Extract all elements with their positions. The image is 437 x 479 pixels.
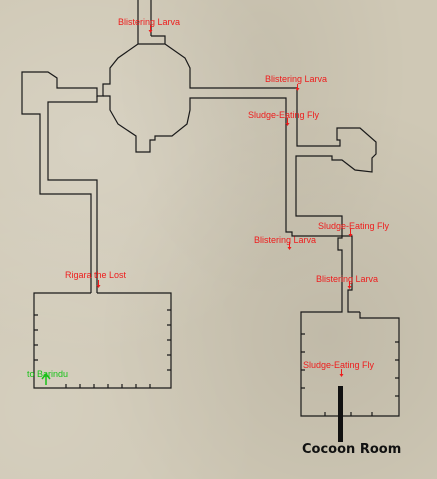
monster-marker-7 — [96, 280, 101, 288]
monster-marker-6 — [347, 281, 352, 289]
label-blistering-larva-north: Blistering Larva — [118, 17, 181, 27]
west-corridor-wall — [47, 96, 98, 293]
label-cocoon-room: Cocoon Room — [302, 442, 402, 457]
label-exit-to-barindu[interactable]: to Barindu — [27, 369, 69, 379]
monster-marker-3 — [285, 118, 290, 126]
label-rigara-the-lost: Rigara the Lost — [65, 270, 127, 280]
rigara-room-notches — [34, 309, 171, 388]
label-sludge-eating-fly-right: Sludge-Eating Fly — [318, 221, 390, 231]
monster-marker-2 — [295, 84, 300, 91]
label-blistering-larva-corridor: Blistering Larva — [254, 235, 317, 245]
central-chamber-wall — [21, 35, 377, 313]
monster-marker-1 — [148, 25, 153, 33]
label-sludge-eating-fly-cocoon: Sludge-Eating Fly — [303, 360, 375, 370]
cocoon-room-notches — [301, 333, 399, 416]
label-blistering-larva-lower: Blistering Larva — [316, 274, 379, 284]
exit-arrow-icon — [41, 372, 51, 385]
label-blistering-larva-east: Blistering Larva — [265, 74, 328, 84]
cocoon-room-passage — [338, 386, 343, 442]
rigara-room-wall — [33, 292, 172, 389]
monster-marker-4 — [348, 229, 353, 237]
central-chamber-inner-wall — [103, 95, 360, 313]
cocoon-room-wall — [300, 311, 400, 417]
monster-marker-5 — [287, 242, 292, 250]
label-sludge-eating-fly-east: Sludge-Eating Fly — [248, 110, 320, 120]
monster-marker-8 — [339, 369, 344, 377]
